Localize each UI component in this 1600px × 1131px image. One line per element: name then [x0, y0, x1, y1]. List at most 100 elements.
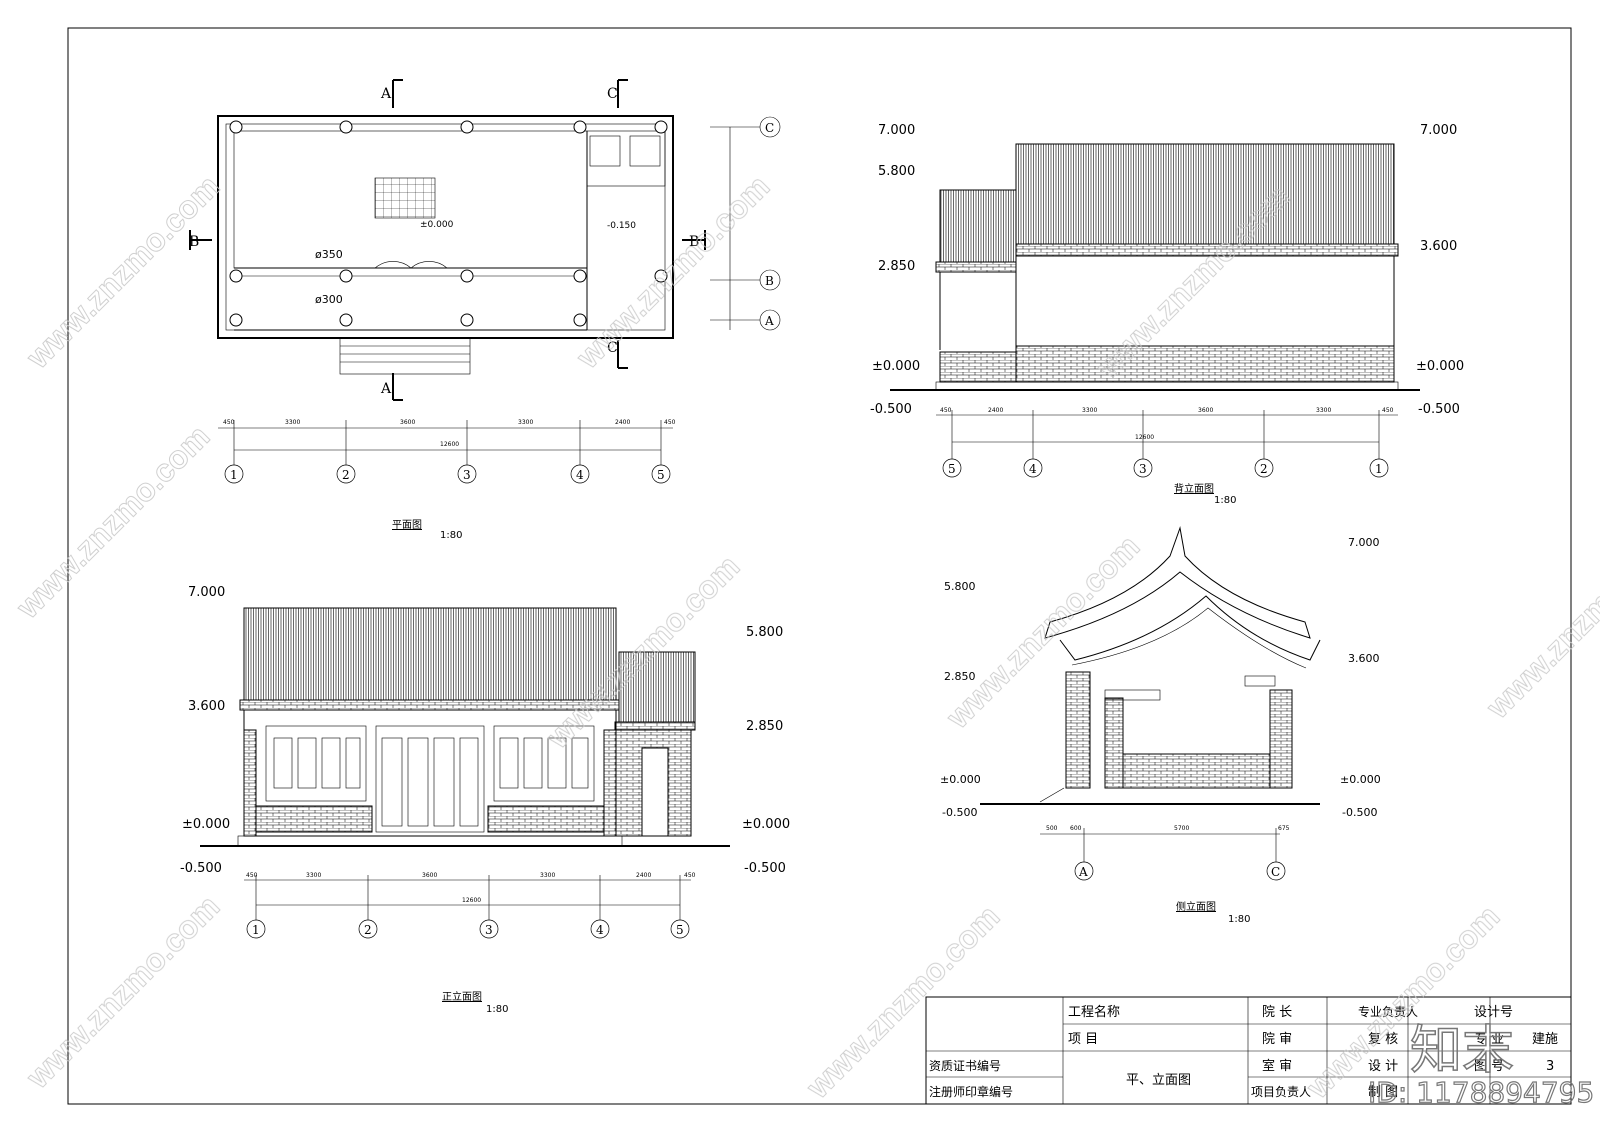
- plan-side-grid-c: C: [765, 121, 774, 135]
- back-dim-total: 12600: [1135, 434, 1154, 441]
- front-elevation-view: 7.000 3.600 ±0.000 -0.500 5.800 2.850 ±0…: [180, 585, 790, 1015]
- side-level-left-4: -0.500: [942, 806, 977, 819]
- section-mark-b-right: B: [689, 234, 699, 250]
- front-dim-6: 450: [684, 872, 696, 879]
- tb-sheet-no-label: 图 号: [1474, 1059, 1504, 1074]
- back-level-right-1: 7.000: [1420, 123, 1457, 138]
- back-dim-2: 2400: [988, 407, 1003, 414]
- tb-check: 复 核: [1368, 1032, 1398, 1047]
- back-level-left-3: 2.850: [878, 259, 915, 274]
- back-level-left-4: ±0.000: [872, 359, 920, 374]
- tb-office-review: 室 审: [1262, 1058, 1292, 1074]
- tb-project-lead: 项目负责人: [1251, 1085, 1311, 1099]
- back-level-right-3: ±0.000: [1416, 359, 1464, 374]
- tb-cert-label: 资质证书编号: [929, 1058, 1001, 1073]
- tb-designer: 设计号: [1474, 1005, 1513, 1020]
- section-mark-a-bottom: A: [380, 381, 392, 397]
- svg-text:www.znzmo.com: www.znzmo.com: [799, 898, 1007, 1106]
- back-level-left-5: -0.500: [870, 402, 912, 417]
- tb-project-name-label: 工程名称: [1068, 1004, 1120, 1020]
- side-grid-a: A: [1078, 865, 1088, 879]
- front-level-left-3: ±0.000: [182, 817, 230, 832]
- side-level-left-3: ±0.000: [940, 773, 981, 786]
- side-level-left-2: 2.850: [944, 670, 976, 683]
- front-dim-2: 3300: [306, 872, 321, 879]
- tb-review: 院 审: [1262, 1032, 1292, 1047]
- plan-wc-level: -0.150: [607, 221, 636, 231]
- back-level-right-2: 3.600: [1420, 239, 1457, 254]
- back-level-left-1: 7.000: [878, 123, 915, 138]
- back-grid-2: 2: [1260, 462, 1268, 476]
- side-dim-4: 675: [1278, 825, 1290, 832]
- front-grid-1: 1: [252, 923, 260, 937]
- tb-item-label: 项 目: [1068, 1032, 1098, 1047]
- front-level-left-4: -0.500: [180, 861, 222, 876]
- watermark-logo: 知末: [1410, 1021, 1514, 1081]
- side-dim-3: 5700: [1174, 825, 1189, 832]
- side-level-right-3: ±0.000: [1340, 773, 1381, 786]
- watermark-id: ID: 1178894795: [1368, 1076, 1594, 1109]
- side-level-right-1: 7.000: [1348, 536, 1380, 549]
- tb-design: 设 计: [1368, 1059, 1398, 1074]
- tb-sheet-no: 3: [1546, 1059, 1554, 1074]
- back-dim-4: 3600: [1198, 407, 1213, 414]
- front-level-right-4: -0.500: [744, 861, 786, 876]
- title-block: 工程名称 项 目 资质证书编号 注册师印章编号 平、立面图 院 长 院 审 室 …: [925, 996, 1572, 1105]
- plan-dim-2: 3300: [285, 419, 300, 426]
- tb-seal-label: 注册师印章编号: [929, 1084, 1013, 1099]
- plan-dim-6: 450: [664, 419, 676, 426]
- side-dim-1: 500: [1046, 825, 1058, 832]
- plan-grid-1: 1: [230, 468, 238, 482]
- front-grid-3: 3: [485, 923, 493, 937]
- plan-dim-4: 3300: [518, 419, 533, 426]
- front-level-right-3: ±0.000: [742, 817, 790, 832]
- back-grid-4: 4: [1029, 462, 1037, 476]
- plan-grid-3: 3: [463, 468, 471, 482]
- front-dim-5: 2400: [636, 872, 651, 879]
- side-level-right-4: -0.500: [1342, 806, 1377, 819]
- back-dim-1: 450: [940, 407, 952, 414]
- plan-grid-2: 2: [342, 468, 350, 482]
- front-dim-1: 450: [246, 872, 258, 879]
- back-grid-1: 1: [1375, 462, 1383, 476]
- front-dim-3: 3600: [422, 872, 437, 879]
- front-scale: 1:80: [486, 1004, 508, 1015]
- section-mark-c-bottom: C: [607, 340, 618, 356]
- back-scale: 1:80: [1214, 495, 1236, 506]
- back-dim-3: 3300: [1082, 407, 1097, 414]
- side-grid-c: C: [1271, 865, 1280, 879]
- back-dim-6: 450: [1382, 407, 1394, 414]
- side-elevation-view: 5.800 2.850 ±0.000 -0.500 7.000 3.600 ±0…: [940, 526, 1381, 925]
- plan-column-label-2: ø300: [315, 293, 343, 306]
- section-mark-a-top: A: [380, 86, 392, 102]
- tb-discipline: 专 业: [1474, 1032, 1504, 1047]
- side-title: 侧立面图: [1176, 900, 1216, 913]
- tb-dean: 院 长: [1262, 1005, 1292, 1020]
- tb-drawn: 制 图: [1368, 1085, 1398, 1100]
- plan-dim-5: 2400: [615, 419, 630, 426]
- plan-grid-5: 5: [657, 468, 665, 482]
- back-grid-3: 3: [1139, 462, 1147, 476]
- side-dim-2: 600: [1070, 825, 1082, 832]
- back-level-left-2: 5.800: [878, 164, 915, 179]
- plan-grid-4: 4: [576, 468, 584, 482]
- tb-drawing-name: 平、立面图: [1126, 1073, 1191, 1088]
- front-level-left-2: 3.600: [188, 699, 225, 714]
- back-title: 背立面图: [1174, 482, 1214, 495]
- plan-floor-level: ±0.000: [420, 220, 454, 230]
- front-grid-5: 5: [676, 923, 684, 937]
- plan-scale: 1:80: [440, 530, 462, 541]
- plan-view: ±0.000 -0.150 ø350 ø300 A A C C B B C B …: [189, 79, 781, 541]
- side-level-right-2: 3.600: [1348, 652, 1380, 665]
- front-dim-4: 3300: [540, 872, 555, 879]
- sheet-border: [67, 27, 1572, 1105]
- svg-text:www.znzmo.com: www.znzmo.com: [19, 888, 227, 1096]
- front-level-right-2: 2.850: [746, 719, 783, 734]
- section-mark-b-left: B: [189, 234, 199, 250]
- side-level-left-1: 5.800: [944, 580, 976, 593]
- plan-side-grid-a: A: [764, 314, 774, 328]
- plan-dim-3: 3600: [400, 419, 415, 426]
- svg-text:www.znzmo.com: www.znzmo.com: [19, 168, 227, 376]
- svg-text:www.znzmo.com: www.znzmo.com: [1479, 518, 1600, 726]
